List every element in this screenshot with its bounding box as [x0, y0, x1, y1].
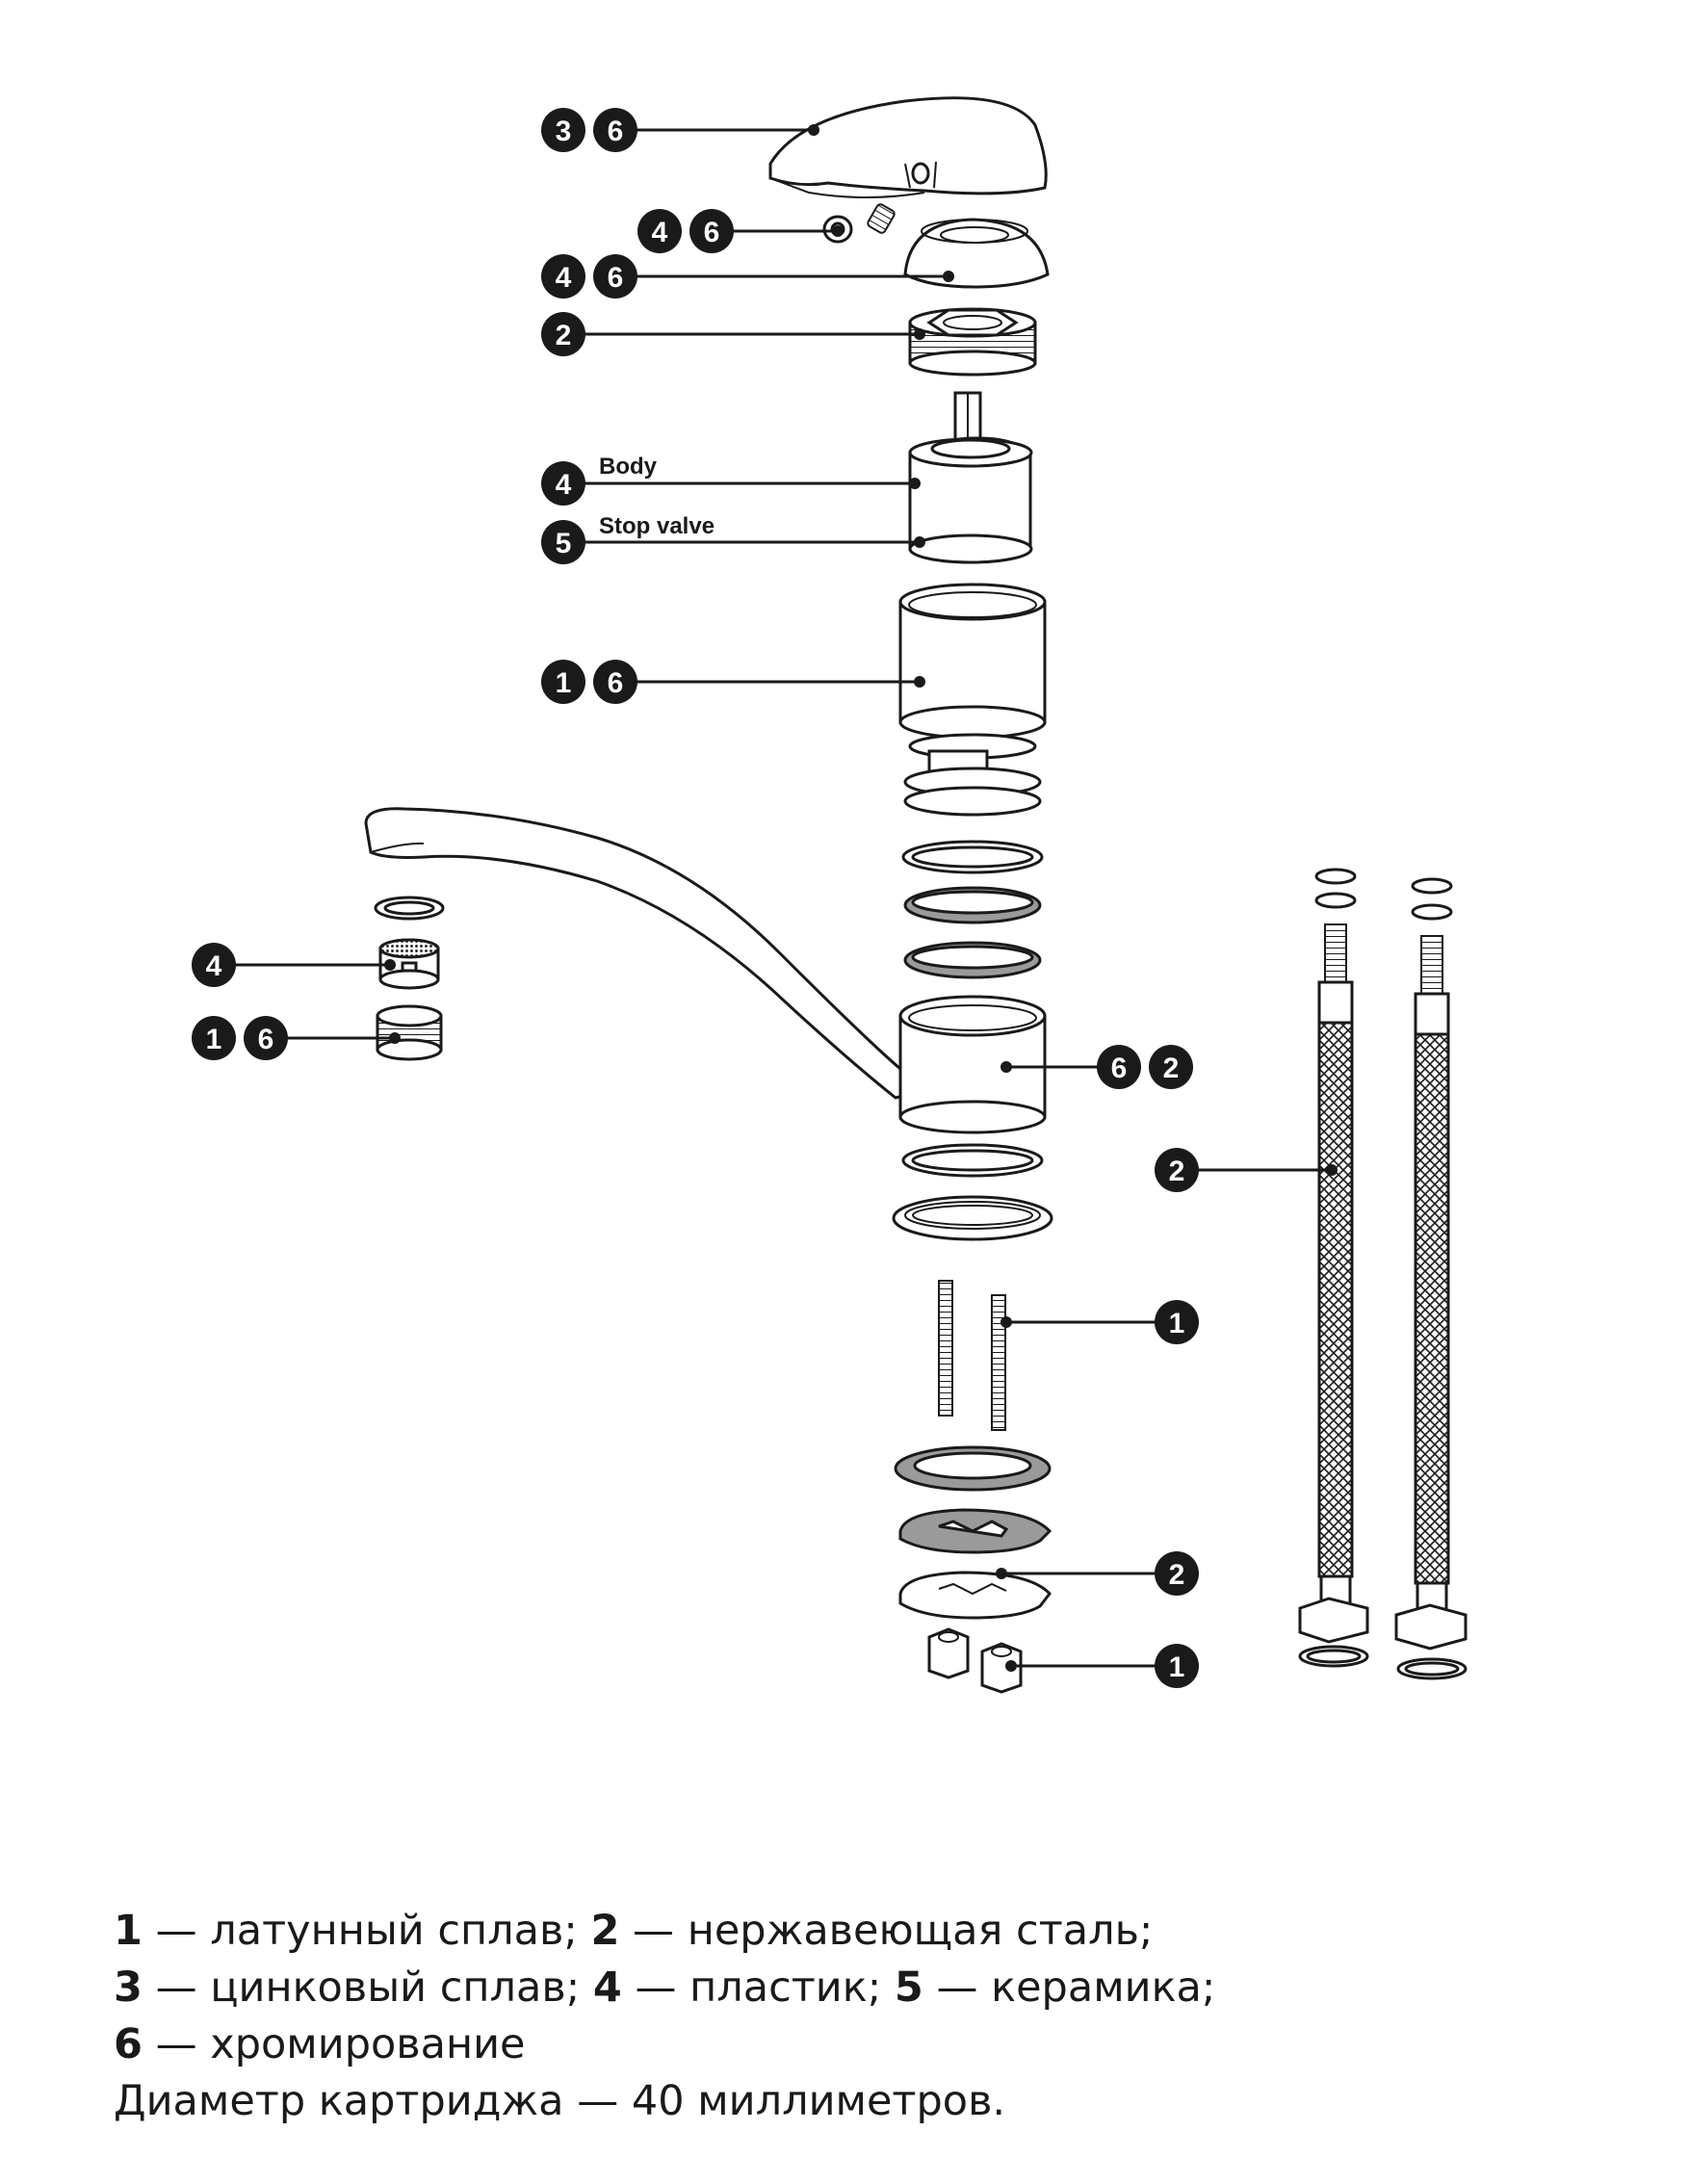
flexible-hose-right — [1394, 877, 1468, 1680]
callout-number: 5 — [556, 528, 572, 559]
legend-text: — латунный сплав; — [142, 1907, 591, 1955]
legend-num: 4 — [592, 1963, 622, 2012]
clamp-nut — [908, 307, 1037, 377]
callout-number: 1 — [206, 1024, 222, 1055]
materials-legend: 1 — латунный сплав; 2 — нержавеющая стал… — [114, 1903, 1616, 2130]
callout-number: 3 — [556, 116, 572, 147]
base-rings — [892, 1143, 1053, 1241]
legend-num: 5 — [894, 1963, 923, 2012]
flexible-hose-left — [1298, 868, 1369, 1668]
legend-num: 1 — [114, 1907, 143, 1955]
legend-text: — пластик; — [621, 1963, 895, 2012]
aerator — [374, 896, 445, 1061]
legend-line-2: 3 — цинковый сплав; 4 — пластик; 5 — кер… — [114, 1960, 1616, 2016]
cartridge-sleeve — [898, 583, 1047, 817]
callout-number: 6 — [608, 667, 624, 699]
annotation-body: Body — [599, 454, 658, 480]
callout-badge — [593, 254, 637, 299]
mixer-body — [898, 995, 1047, 1134]
threaded-studs — [938, 1280, 1006, 1431]
legend-num: 2 — [590, 1907, 620, 1955]
callout-badge — [1149, 1045, 1193, 1089]
legend-line-3: 6 — хромирование — [114, 2016, 1616, 2073]
callout-number: 1 — [1169, 1651, 1185, 1683]
legend-line-1: 1 — латунный сплав; 2 — нержавеющая стал… — [114, 1903, 1616, 1960]
callout-number: 4 — [556, 262, 572, 294]
mounting-washers — [894, 1445, 1052, 1620]
callout-badge — [1155, 1148, 1199, 1192]
stud-nuts — [927, 1627, 1023, 1694]
callout-number: 2 — [556, 320, 572, 351]
callout-badge — [541, 108, 585, 152]
callout-badge — [1097, 1045, 1141, 1089]
callout-badge — [541, 660, 585, 704]
leader-lines — [231, 124, 1338, 1672]
callout-badge — [593, 108, 637, 152]
callout-badge — [192, 943, 236, 987]
legend-text: — керамика; — [922, 1963, 1216, 2012]
callout-badge — [244, 1016, 288, 1060]
annotation-stop-valve: Stop valve — [599, 513, 715, 539]
callout-number: 6 — [608, 116, 624, 147]
callout-number: 6 — [1111, 1053, 1128, 1084]
callout-number: 6 — [258, 1024, 274, 1055]
callout-number: 2 — [1163, 1053, 1180, 1084]
callout-badge — [637, 209, 682, 253]
callout-number: 6 — [608, 262, 624, 294]
callout-number: 4 — [652, 217, 668, 248]
callout-badge — [541, 461, 585, 506]
callout-badge — [1155, 1551, 1199, 1596]
legend-line-4: Диаметр картриджа — 40 миллиметров. — [114, 2077, 1006, 2125]
callout-badge — [192, 1016, 236, 1060]
dome-cap — [903, 218, 1050, 289]
callout-badge — [689, 209, 734, 253]
callout-number: 4 — [556, 469, 572, 501]
legend-num: 6 — [114, 2020, 143, 2068]
callout-badge — [541, 254, 585, 299]
legend-text: — цинковый сплав; — [142, 1963, 593, 2012]
callout-badge — [541, 312, 585, 356]
callout-badge — [593, 660, 637, 704]
callout-badge — [541, 520, 585, 564]
o-rings — [901, 840, 1044, 979]
legend-num: 3 — [114, 1963, 143, 2012]
callout-badge — [1155, 1644, 1199, 1688]
legend-text: — нержавеющая сталь; — [619, 1907, 1154, 1955]
callout-number: 1 — [1169, 1308, 1185, 1339]
callout-number: 4 — [206, 950, 222, 982]
callout-badge — [1155, 1300, 1199, 1344]
lever-handle — [768, 96, 1048, 198]
spout — [364, 807, 918, 1100]
callout-number: 1 — [556, 667, 572, 699]
cartridge — [908, 391, 1033, 564]
callout-number: 2 — [1169, 1559, 1185, 1591]
callout-number: 6 — [704, 217, 720, 248]
legend-text: — хромирование — [142, 2020, 526, 2068]
callout-number: 2 — [1169, 1156, 1185, 1187]
